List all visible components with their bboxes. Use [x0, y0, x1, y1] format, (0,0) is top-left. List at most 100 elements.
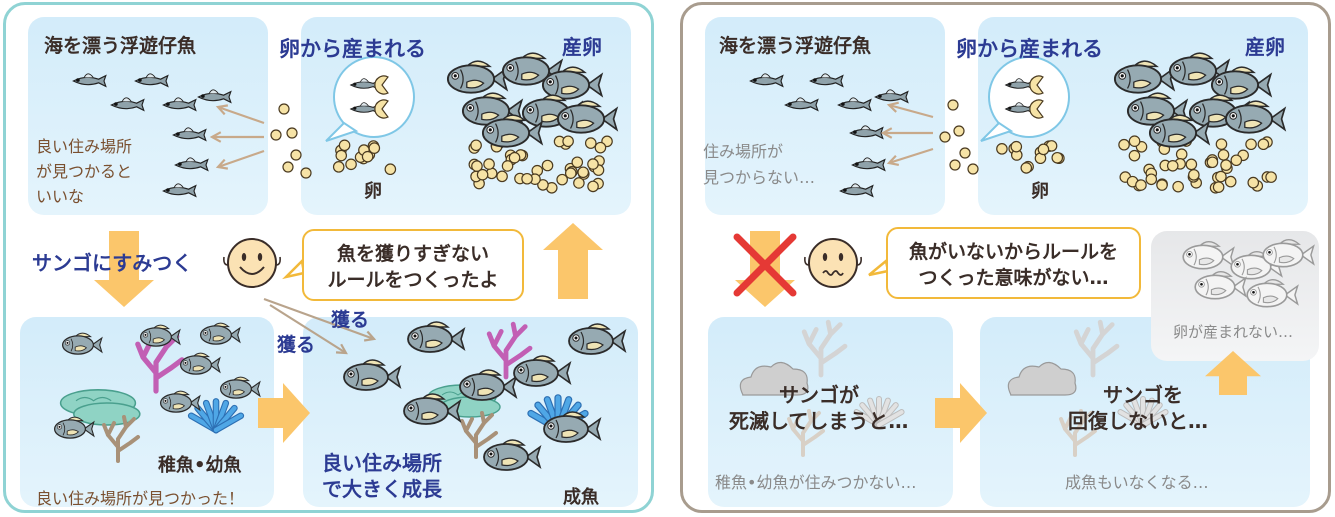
- larva-icon: [172, 127, 207, 142]
- fish-icon: [179, 352, 221, 375]
- juvenile-label: 稚魚•幼魚: [158, 455, 242, 476]
- egg-icon: [1224, 175, 1237, 188]
- egg-icon: [1215, 170, 1227, 183]
- arrow-head-icon: [209, 131, 222, 143]
- no-eggs-label: 卵が産まれない…: [1173, 323, 1294, 341]
- egg-icon: [1145, 173, 1158, 186]
- arrow-up-icon: [543, 223, 603, 299]
- catch-label-2: 獲る: [277, 334, 316, 356]
- egg-icon: [573, 177, 585, 189]
- bleached-coral-icon: [801, 319, 848, 378]
- larvae-note-1: 良い住み場所: [36, 137, 133, 156]
- hatching-bubble-icon: [980, 56, 1070, 142]
- growth-label-1: 良い住み場所: [322, 451, 442, 475]
- fish-icon: [1224, 100, 1287, 134]
- coral-dead-line-1: サンゴが: [779, 383, 859, 407]
- healthy-cycle-illustration: [53, 52, 627, 471]
- fish-icon: [568, 323, 627, 355]
- egg-icon: [501, 160, 514, 172]
- larvae-box: [705, 17, 945, 215]
- drift-arrow-icon: [888, 103, 934, 119]
- hatch-title: 卵から産まれる: [279, 37, 426, 61]
- spawn-title: 産卵: [562, 35, 602, 59]
- egg-icon: [953, 125, 965, 137]
- egg-icon: [541, 159, 554, 172]
- egg-icon: [967, 163, 979, 175]
- egg-icon: [1230, 154, 1243, 167]
- fish-icon: [53, 416, 95, 439]
- egg-icon: [1175, 148, 1188, 161]
- egg-icon: [476, 168, 489, 181]
- healthy-cycle-panel: 海を漂う浮遊仔魚 卵から産まれる 産卵 良い住み場所 が見つかると いいな 卵 …: [3, 2, 654, 513]
- fish-icon: [1113, 60, 1176, 94]
- spawn-title: 産卵: [1245, 35, 1285, 59]
- arrow-right-icon: [935, 383, 987, 443]
- fish-icon: [61, 332, 103, 355]
- smiling-face-icon: [223, 238, 281, 288]
- fish-icon: [1210, 66, 1273, 100]
- egg-icon: [947, 99, 959, 111]
- egg-icon: [939, 131, 951, 143]
- egg-icon: [556, 173, 568, 186]
- egg-icon: [1135, 179, 1147, 191]
- fish-icon: [159, 390, 201, 413]
- drift-arrow-icon: [888, 147, 934, 165]
- fish-icon: [543, 411, 602, 443]
- egg-icon: [1212, 181, 1225, 193]
- drift-arrow-icon: [217, 105, 265, 125]
- egg-icon: [290, 149, 302, 161]
- arrow-up-icon: [1205, 351, 1261, 395]
- egg-icon: [1215, 138, 1228, 150]
- speech-line-1: 魚を獲りすぎない: [336, 243, 489, 265]
- larva-icon: [110, 97, 145, 112]
- bleached-bush-coral-icon: [853, 396, 905, 428]
- arrow-head-icon: [335, 343, 348, 355]
- fish-icon: [139, 324, 181, 347]
- egg-icon: [1118, 138, 1130, 151]
- egg-icon: [577, 166, 589, 179]
- fish-icon: [1182, 241, 1235, 270]
- fish-icon: [199, 322, 241, 345]
- fish-icon: [407, 321, 466, 353]
- drift-arrow-icon: [217, 149, 265, 169]
- egg-icon: [537, 179, 549, 191]
- larva-icon: [874, 89, 909, 104]
- speech-line-2: つくった意味がない…: [918, 267, 1109, 289]
- egg-icon: [508, 151, 521, 164]
- larvae-note-1: 住み場所が: [703, 142, 784, 161]
- larvae-box: [28, 17, 268, 215]
- egg-icon: [996, 143, 1008, 155]
- fish-icon: [1148, 114, 1211, 148]
- coral-dead-line-2: 死滅してしまうと…: [729, 409, 909, 433]
- egg-icon: [1037, 143, 1050, 156]
- egg-icon: [470, 139, 482, 152]
- egg-icon: [949, 159, 961, 171]
- arrow-right-icon: [258, 383, 310, 443]
- dead-coral-icon: [787, 409, 825, 457]
- arrow-head-icon: [886, 155, 900, 166]
- egg-icon: [571, 156, 584, 169]
- egg-icon: [1257, 138, 1270, 151]
- fish-icon: [556, 100, 619, 134]
- larva-icon: [134, 73, 169, 88]
- larva-icon: [749, 73, 784, 88]
- fish-icon: [501, 52, 564, 86]
- worried-face-icon: [804, 238, 862, 288]
- larva-icon: [837, 97, 872, 112]
- egg-icon: [1220, 159, 1232, 171]
- fish-icon: [1262, 239, 1315, 268]
- egg-icon: [384, 163, 397, 176]
- egg-icon: [1245, 138, 1257, 151]
- larvae-title: 海を漂う浮遊仔魚: [719, 35, 872, 57]
- egg-icon: [338, 139, 351, 152]
- juvenile-note: 良い住み場所が見つかった！: [36, 489, 245, 508]
- speech-line-1: 魚がいないからルールを: [908, 241, 1118, 263]
- fish-icon: [446, 60, 509, 94]
- larva-icon: [839, 183, 874, 198]
- larva-icon: [174, 157, 209, 172]
- larva-icon: [851, 157, 886, 172]
- egg-icon: [1217, 149, 1230, 161]
- egg-icon: [345, 158, 357, 171]
- egg-icon: [594, 141, 607, 154]
- fish-icon: [541, 66, 604, 100]
